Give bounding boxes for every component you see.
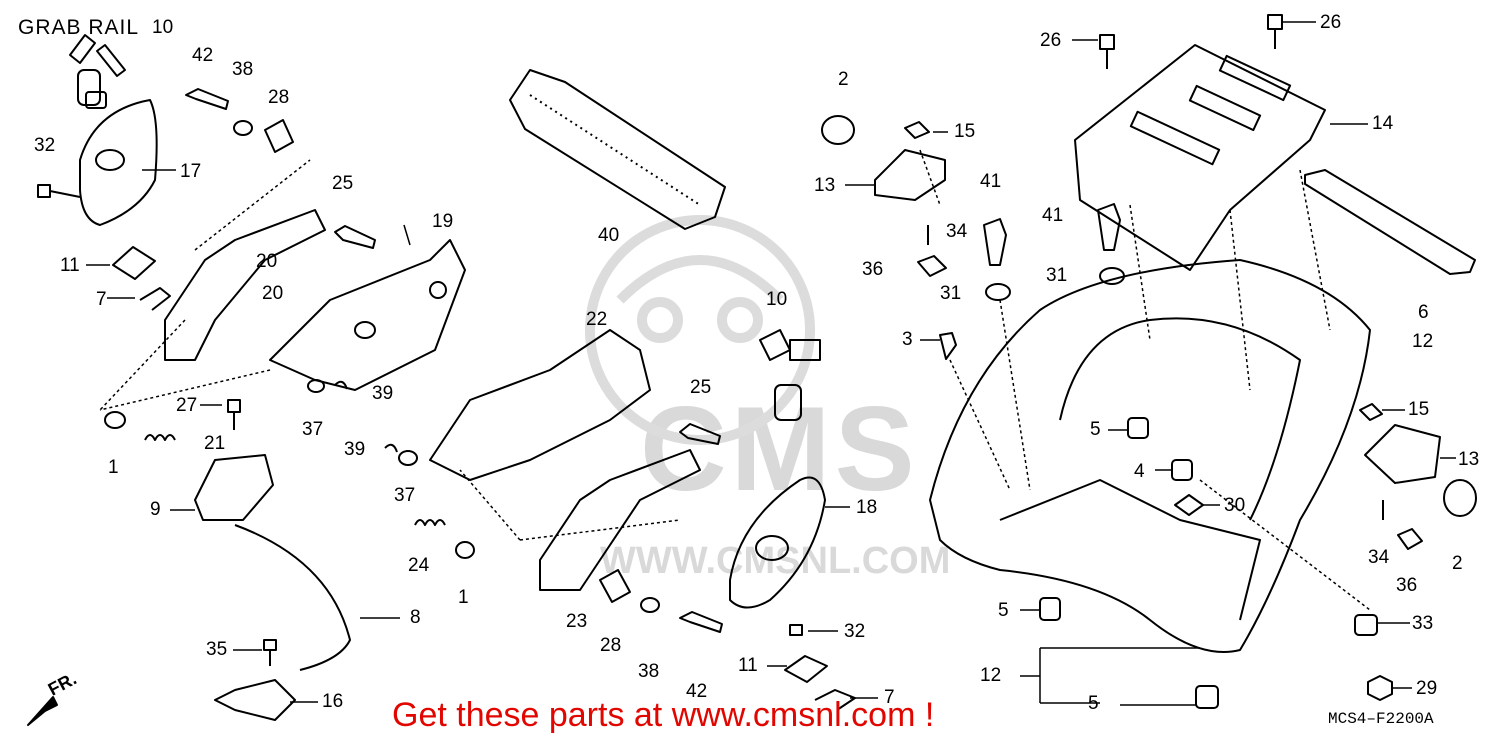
lock-9	[194, 454, 274, 521]
callout-15: 15	[954, 121, 976, 142]
diagram-title: GRAB RAIL	[18, 16, 140, 39]
cover-18	[729, 476, 826, 609]
callout-32: 32	[34, 135, 56, 156]
callout-10: 10	[152, 17, 174, 38]
callout-31: 31	[1046, 265, 1068, 286]
callout-38: 38	[232, 59, 254, 80]
callout-2: 2	[1452, 553, 1463, 574]
callout-6: 6	[1418, 302, 1429, 323]
carrier-14	[1074, 44, 1326, 271]
callout-39: 39	[372, 383, 394, 404]
callout-30: 30	[1224, 495, 1246, 516]
callout-8: 8	[410, 607, 421, 628]
strip-6	[1304, 169, 1476, 275]
hinge-23	[539, 449, 701, 591]
diagram-code: MCS4–F2200A	[1328, 710, 1434, 728]
callout-41: 41	[1042, 205, 1064, 226]
callout-18: 18	[856, 497, 878, 518]
callout-21: 21	[204, 433, 226, 454]
bracket-22	[429, 329, 651, 481]
callout-22: 22	[586, 309, 608, 330]
callout-11: 11	[60, 255, 80, 276]
callout-13: 13	[814, 175, 836, 196]
callout-19: 19	[432, 211, 454, 232]
hinge-20	[164, 209, 326, 361]
watermark-url: WWW.CMSNL.COM	[600, 540, 951, 582]
callout-3: 3	[902, 329, 913, 350]
cable-8	[234, 524, 351, 671]
callout-15: 15	[1408, 399, 1430, 420]
callout-14: 14	[1372, 113, 1394, 134]
callout-4: 4	[1134, 461, 1145, 482]
callout-20: 20	[256, 251, 278, 272]
callout-26: 26	[1320, 12, 1342, 33]
latch-plate-19	[269, 239, 466, 391]
callout-36: 36	[1396, 575, 1418, 596]
lever-16	[214, 679, 296, 721]
callout-25: 25	[332, 173, 354, 194]
callout-37: 37	[394, 485, 416, 506]
callout-7: 7	[884, 687, 895, 708]
callout-10: 10	[766, 289, 788, 310]
callout-23: 23	[566, 611, 588, 632]
callout-7: 7	[96, 289, 107, 310]
callout-5: 5	[1090, 419, 1101, 440]
callout-29: 29	[1416, 678, 1438, 699]
grab-rail-12	[929, 259, 1371, 653]
callout-32: 32	[844, 621, 866, 642]
callout-12: 12	[1412, 331, 1434, 352]
callout-42: 42	[192, 45, 214, 66]
callout-25: 25	[690, 377, 712, 398]
callout-42: 42	[686, 681, 708, 702]
callout-5: 5	[1088, 693, 1099, 714]
callout-34: 34	[1368, 547, 1390, 568]
callout-37: 37	[302, 419, 324, 440]
callout-28: 28	[268, 87, 290, 108]
callout-27: 27	[176, 395, 198, 416]
bracket-13-right	[1364, 424, 1441, 484]
callout-36: 36	[862, 259, 884, 280]
callout-31: 31	[940, 283, 962, 304]
callout-5: 5	[998, 600, 1009, 621]
key-set-upper-left	[69, 34, 126, 109]
callout-1: 1	[458, 587, 469, 608]
callout-40: 40	[598, 225, 620, 246]
callout-28: 28	[600, 635, 622, 656]
promo-link-text[interactable]: Get these parts at www.cmsnl.com !	[392, 696, 935, 734]
callout-33: 33	[1412, 613, 1434, 634]
callout-16: 16	[322, 691, 344, 712]
callout-39: 39	[344, 439, 366, 460]
callout-1: 1	[108, 457, 119, 478]
callout-12: 12	[980, 665, 1002, 686]
bracket-13	[874, 149, 946, 201]
side-cover-17	[79, 99, 158, 226]
callout-24: 24	[408, 555, 430, 576]
callout-20: 20	[262, 283, 284, 304]
callout-34: 34	[946, 221, 968, 242]
callout-41: 41	[980, 171, 1002, 192]
callout-35: 35	[206, 639, 228, 660]
callout-13: 13	[1458, 449, 1480, 470]
callout-9: 9	[150, 499, 161, 520]
callout-17: 17	[180, 161, 202, 182]
callout-38: 38	[638, 661, 660, 682]
callout-26: 26	[1040, 30, 1062, 51]
strap-40	[509, 69, 726, 230]
callout-11: 11	[738, 655, 758, 676]
callout-2: 2	[838, 69, 849, 90]
